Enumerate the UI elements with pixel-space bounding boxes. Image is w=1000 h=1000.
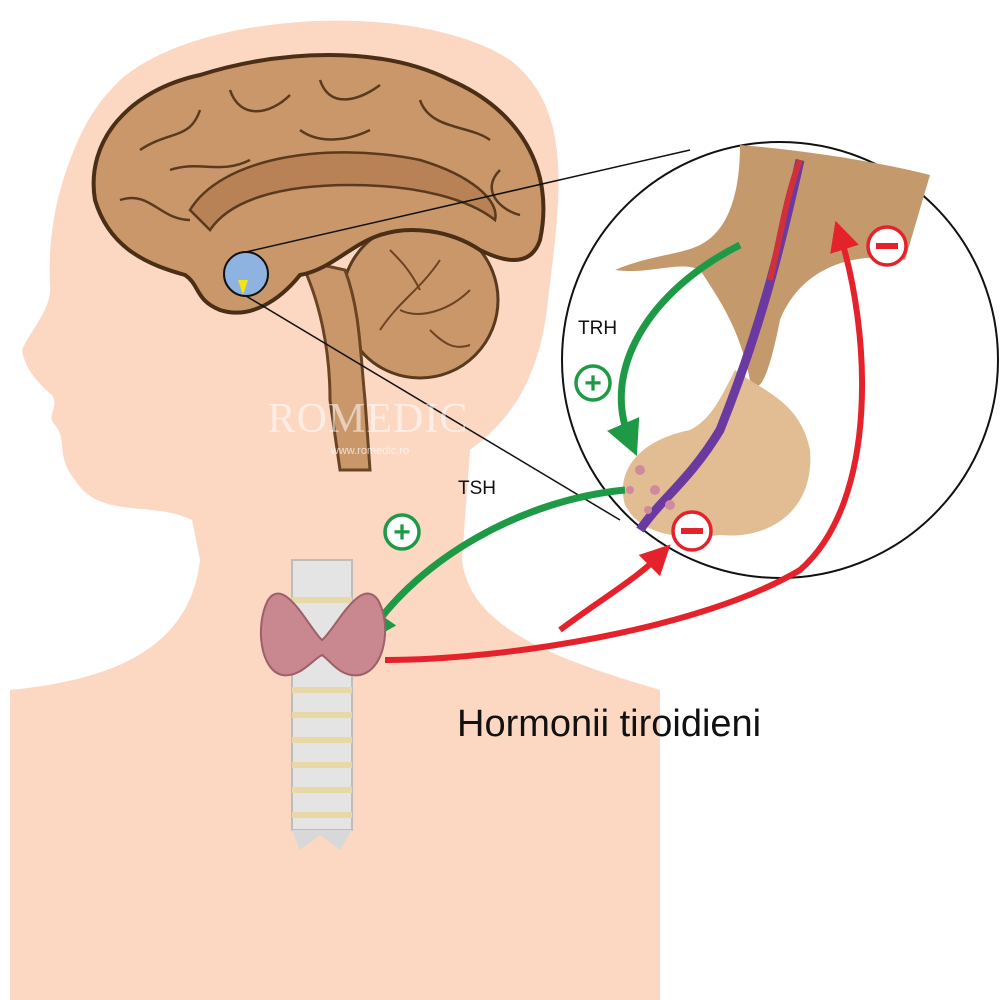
plus-sign-tsh: + xyxy=(383,513,421,551)
plus-sign-trh: + xyxy=(574,364,612,402)
trachea xyxy=(291,559,353,850)
hypothalamus-highlight xyxy=(223,251,269,297)
tsh-label: TSH xyxy=(458,478,496,499)
trh-arrow xyxy=(607,241,742,457)
feedback-arrow-pituitary xyxy=(558,544,671,633)
watermark-url: www.romedic.ro xyxy=(330,445,410,457)
tsh-arrow xyxy=(362,486,626,645)
zoom-line-bottom xyxy=(245,295,621,521)
svg-text:+: + xyxy=(393,516,411,549)
thyroid-hormones-label: Hormonii tiroidieni xyxy=(457,703,762,745)
thyroid-gland xyxy=(259,592,387,677)
artery xyxy=(767,158,803,281)
zoom-line-top xyxy=(245,149,691,253)
svg-text:+: + xyxy=(584,367,602,400)
corpus-callosum xyxy=(188,151,497,232)
secretory-cells xyxy=(626,465,675,514)
minus-sign-pituitary xyxy=(671,510,713,552)
minus-sign-hypothalamus xyxy=(866,225,908,267)
brain-gyri xyxy=(119,79,521,222)
trh-label: TRH xyxy=(578,318,618,339)
feedback-arrow-hypothalamus xyxy=(384,220,865,663)
watermark-logo: ROMEDIC xyxy=(267,396,469,442)
cerebellum-branches xyxy=(379,249,471,348)
brainstem xyxy=(297,257,372,472)
pituitary-highlight xyxy=(238,280,248,295)
